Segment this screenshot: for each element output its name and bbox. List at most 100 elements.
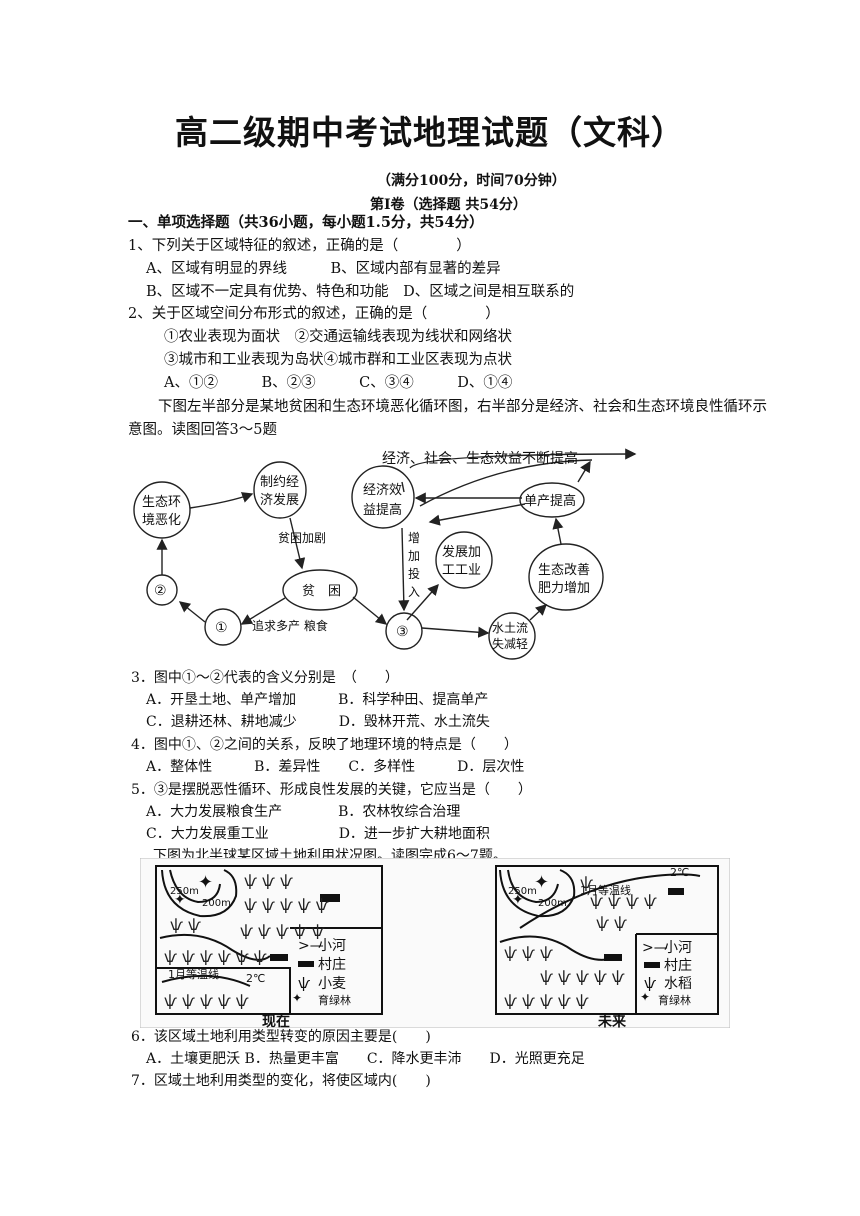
q2-statement-row2: ③城市和工业表现为岛状④城市群和工业区表现为点状: [164, 352, 512, 368]
q2-options: A、①② B、②③ C、③④ D、①④: [164, 375, 513, 391]
temp-future: 2℃: [670, 866, 689, 879]
isotherm-now: 1月等温线: [168, 967, 219, 981]
node-poverty: [282, 569, 358, 611]
node-econ: [351, 465, 415, 529]
c2-label: ②: [154, 583, 167, 599]
node-eco-good: [528, 543, 604, 611]
node-c1: [204, 608, 242, 646]
svg-text:ѱ ѱ ѱ ѱ ѱ: ѱ ѱ ѱ ѱ ѱ: [164, 992, 249, 1010]
poverty-worse-label: 贫困加剧: [278, 530, 326, 545]
q3-options-row2: C．退耕还林、耕地减少 D．毁林开荒、水土流失: [146, 714, 490, 730]
restrict-line1: 制约经: [260, 475, 299, 490]
c3-label: ③: [396, 624, 409, 640]
map-now-frame: [155, 865, 383, 1015]
svg-text:ѱ ѱ ѱ: ѱ ѱ ѱ: [244, 872, 293, 890]
yield-label: 单产提高: [524, 493, 576, 509]
legend-river-icon: >—: [298, 938, 324, 954]
increase-3: 投: [408, 566, 420, 581]
top-label: 经济、社会、生态效益不断提高: [382, 450, 578, 467]
node-soil: [488, 612, 536, 660]
q1-stem: 1、下列关于区域特征的叙述，正确的是（ ）: [128, 238, 471, 254]
svg-text:ѱ ѱ ѱ: ѱ ѱ ѱ: [504, 944, 553, 962]
forest-icon: ✦: [292, 991, 302, 1005]
legend-forest-now: 育绿林: [318, 993, 351, 1007]
contour-200-now: 200m: [202, 898, 231, 909]
soil-line1: 水土流: [492, 621, 528, 635]
c1-label: ①: [215, 620, 228, 636]
poverty-label: 贫 困: [302, 583, 341, 599]
q4-stem: 4．图中①、②之间的关系，反映了地理环境的特点是（ ）: [131, 737, 518, 753]
volume-title: 第Ⅰ卷（选择题 共54分）: [370, 197, 527, 213]
svg-text:ѱ ѱ ѱ ѱ ѱ: ѱ ѱ ѱ ѱ ѱ: [244, 896, 329, 914]
eco-bad-line1: 生态环: [142, 495, 181, 510]
legend-river: 小河: [664, 940, 692, 956]
village-marker: [320, 894, 340, 902]
legend-village-icon: [298, 961, 314, 967]
isotherm-future: 1月等温线: [580, 883, 631, 897]
soil-line2: 失减轻: [492, 636, 528, 651]
legend-river: 小河: [318, 938, 346, 954]
legend-forest-future: 育绿林: [658, 993, 691, 1007]
forest-icon: ✦: [174, 892, 186, 908]
svg-text:ѱ ѱ ѱ ѱ ѱ: ѱ ѱ ѱ ѱ ѱ: [540, 968, 625, 986]
q6-options: A．土壤更肥沃 B．热量更丰富 C．降水更丰沛 D．光照更充足: [146, 1051, 585, 1067]
node-c3: [385, 612, 423, 650]
exam-title: 高二级期中考试地理试题（文科）: [175, 113, 685, 152]
grain-label: 追求多产 粮食: [252, 618, 328, 633]
increase-4: 入: [408, 585, 420, 599]
score-note: （满分100分，时间70分钟）: [377, 173, 566, 189]
svg-text:ѱ ѱ ѱ ѱ ѱ ѱ: ѱ ѱ ѱ ѱ ѱ ѱ: [164, 948, 267, 966]
legend-river-icon: >—: [642, 940, 668, 956]
forest-icon: ✦: [198, 872, 213, 893]
svg-text:ѱ: ѱ: [580, 874, 593, 892]
land-use-maps: ✦ ✦ ✦ ✦ ✦ ✦ ѱ ѱ ѱ ѱ ѱ ѱ ѱ ѱ ѱ ѱ ѱ ѱ ѱ ѱ …: [140, 858, 730, 1028]
village-marker: [270, 954, 288, 961]
industry-line2: 工工业: [442, 563, 481, 578]
q1-options-row2: B、区域不一定具有优势、特色和功能 D、区域之间是相互联系的: [146, 284, 575, 300]
contour-250-now: 250m: [170, 886, 199, 897]
q3-options-row1: A．开垦土地、单产增加 B．科学种田、提高单产: [146, 692, 489, 708]
legend-wheat-icon: ѱ: [298, 976, 310, 992]
econ-line1: 经济效: [363, 483, 402, 498]
industry-line1: 发展加: [442, 544, 481, 560]
q5-options-row1: A．大力发展粮食生产 B．农林牧综合治理: [146, 804, 461, 820]
legend-rice: 水稻: [664, 976, 692, 992]
q5-stem: 5．③是摆脱恶性循环、形成良性发展的关键，它应当是（ ）: [131, 782, 532, 798]
node-yield: [519, 482, 585, 518]
q7-stem: 7．区域土地利用类型的变化，将使区域内( ): [131, 1073, 431, 1089]
node-industry: [435, 531, 493, 589]
temp-now: 2℃: [246, 972, 265, 985]
legend-wheat: 小麦: [318, 976, 346, 992]
caption-now: 现在: [262, 1013, 290, 1028]
node-eco-bad: [133, 481, 191, 539]
diagram1-intro: 下图左半部分是某地贫困和生态环境恶化循环图，右半部分是经济、社会和生态环境良性循…: [128, 399, 767, 438]
map-future-frame: [495, 865, 719, 1015]
q4-options: A．整体性 B．差异性 C．多样性 D．层次性: [146, 759, 525, 775]
increase-1: 增: [408, 531, 420, 545]
forest-icon: ✦: [640, 990, 650, 1004]
node-restrict: [253, 461, 307, 519]
legend-village: 村庄: [318, 956, 346, 973]
caption-future: 未来: [598, 1013, 627, 1028]
contour-200-future: 200m: [538, 898, 567, 909]
legend-village-icon: [644, 962, 660, 968]
village-marker: [604, 954, 622, 961]
econ-line2: 益提高: [363, 502, 402, 518]
village-marker: [668, 888, 684, 895]
crop-symbols: ѱ ѱ ѱ ѱ ѱ ѱ ѱ ѱ ѱ ѱ ѱ ѱ ѱ ѱ ѱ ѱ ѱ ѱ ѱ ѱ …: [164, 872, 657, 1010]
eco-good-line1: 生态改善: [538, 562, 590, 578]
contour-250-future: 250m: [508, 886, 537, 897]
svg-text:ѱ ѱ ѱ ѱ ѱ: ѱ ѱ ѱ ѱ ѱ: [240, 922, 325, 940]
q2-stem: 2、关于区域空间分布形式的叙述，正确的是（ ）: [128, 306, 500, 322]
restrict-line2: 济发展: [260, 492, 299, 508]
cycle-diagram: 经济、社会、生态效益不断提高 生态环 境恶化 制约经 济发展 贫困加剧 贫 困 …: [133, 448, 637, 660]
q3-stem: 3．图中①～②代表的含义分别是 （ ）: [131, 670, 399, 686]
q5-options-row2: C．大力发展重工业 D．进一步扩大耕地面积: [146, 826, 490, 842]
increase-2: 加: [408, 549, 420, 563]
q1-options-row1: A、区域有明显的界线 B、区域内部有显著的差异: [146, 261, 501, 277]
forest-icon: ✦: [512, 892, 524, 908]
eco-bad-line2: 境恶化: [142, 513, 181, 528]
forest-icon: ✦: [534, 872, 549, 893]
svg-text:ѱ ѱ ѱ ѱ ѱ: ѱ ѱ ѱ ѱ ѱ: [504, 992, 589, 1010]
legend-rice-icon: ѱ: [644, 976, 656, 992]
